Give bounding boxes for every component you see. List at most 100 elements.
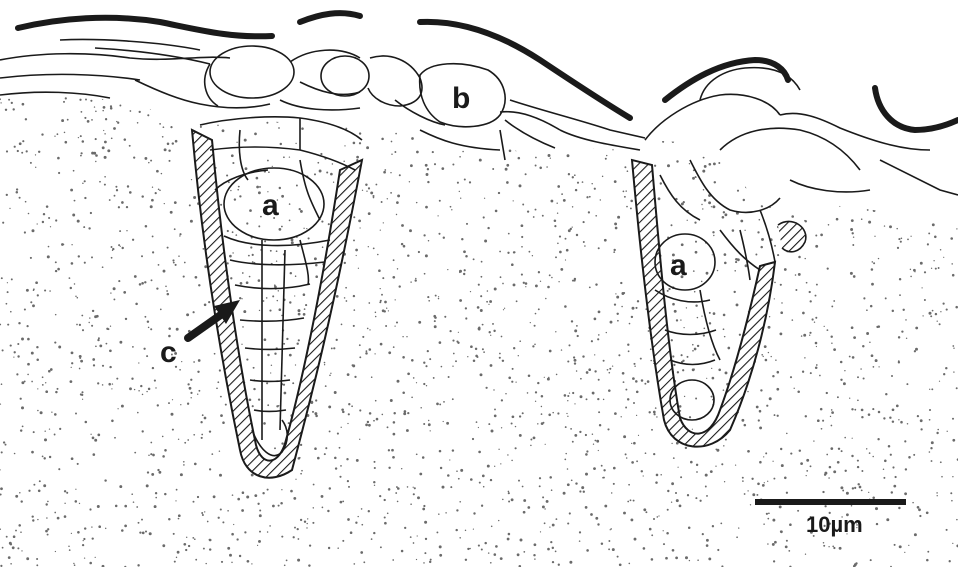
stipple-dot xyxy=(735,258,738,261)
stipple-dot xyxy=(437,215,438,216)
stipple-dot xyxy=(239,297,241,299)
stipple-dot xyxy=(518,355,519,356)
stipple-dot xyxy=(208,301,210,303)
stipple-dot xyxy=(281,195,284,198)
stipple-dot xyxy=(800,462,803,465)
stipple-dot xyxy=(775,359,777,361)
stipple-dot xyxy=(118,280,120,282)
stipple-dot xyxy=(416,202,417,203)
stipple-dot xyxy=(124,505,127,508)
stipple-dot xyxy=(8,99,10,101)
stipple-dot xyxy=(537,382,539,384)
stipple-dot xyxy=(382,277,384,279)
stipple-dot xyxy=(295,479,296,480)
stipple-dot xyxy=(325,447,327,449)
stipple-dot xyxy=(79,368,81,370)
stipple-dot xyxy=(238,186,240,188)
stipple-dot xyxy=(504,308,505,309)
stipple-dot xyxy=(359,344,361,346)
stipple-dot xyxy=(308,237,310,239)
stipple-dot xyxy=(924,271,926,273)
stipple-dot xyxy=(317,162,319,164)
stipple-dot xyxy=(679,405,682,408)
stipple-dot xyxy=(230,277,232,279)
stipple-dot xyxy=(54,434,56,436)
stipple-dot xyxy=(801,335,802,336)
stipple-dot xyxy=(725,439,727,441)
stipple-dot xyxy=(368,510,370,512)
stipple-dot xyxy=(77,297,79,299)
stipple-dot xyxy=(803,334,806,337)
stipple-dot xyxy=(376,418,379,421)
stipple-dot xyxy=(424,552,426,554)
stipple-dot xyxy=(863,377,865,379)
stipple-dot xyxy=(131,493,133,495)
stipple-dot xyxy=(55,261,57,263)
stipple-dot xyxy=(511,422,513,424)
stipple-dot xyxy=(768,352,769,353)
stipple-dot xyxy=(432,151,434,153)
stipple-dot xyxy=(780,284,782,286)
stipple-dot xyxy=(59,428,61,430)
stipple-dot xyxy=(306,527,307,528)
stipple-dot xyxy=(164,203,165,204)
stipple-dot xyxy=(724,481,725,482)
stipple-dot xyxy=(359,356,361,358)
stipple-dot xyxy=(570,228,572,230)
stipple-dot xyxy=(314,257,317,260)
stipple-dot xyxy=(569,561,572,564)
stipple-dot xyxy=(246,359,248,361)
stipple-dot xyxy=(154,380,156,382)
stipple-dot xyxy=(711,368,712,369)
stipple-dot xyxy=(815,295,817,297)
stipple-dot xyxy=(141,195,143,197)
stipple-dot xyxy=(619,563,622,566)
stipple-dot xyxy=(429,358,431,360)
stipple-dot xyxy=(131,378,133,380)
stipple-dot xyxy=(535,401,536,402)
stipple-dot xyxy=(330,373,331,374)
stipple-dot xyxy=(1,383,3,385)
stipple-dot xyxy=(666,532,669,535)
stipple-dot xyxy=(102,266,104,268)
stipple-dot xyxy=(320,153,322,155)
stipple-dot xyxy=(465,307,467,309)
stipple-dot xyxy=(380,546,382,548)
stipple-dot xyxy=(906,338,907,339)
stipple-dot xyxy=(546,166,548,168)
stipple-dot xyxy=(64,490,66,492)
stipple-dot xyxy=(836,218,839,221)
stipple-dot xyxy=(628,563,630,565)
stipple-dot xyxy=(236,142,237,143)
stipple-dot xyxy=(861,416,863,418)
stipple-dot xyxy=(74,283,75,284)
stipple-dot xyxy=(506,164,509,167)
stipple-dot xyxy=(507,252,509,254)
stipple-dot xyxy=(163,126,165,128)
stipple-dot xyxy=(929,312,932,315)
stipple-dot xyxy=(604,239,607,242)
stipple-dot xyxy=(335,467,337,469)
stipple-dot xyxy=(297,528,299,530)
stipple-dot xyxy=(685,556,688,559)
stipple-dot xyxy=(533,554,535,556)
stipple-dot xyxy=(99,181,101,183)
stipple-dot xyxy=(191,179,192,180)
stipple-dot xyxy=(907,423,909,425)
stipple-dot xyxy=(27,338,30,341)
stipple-dot xyxy=(337,433,339,435)
stipple-dot xyxy=(535,209,537,211)
stipple-dot xyxy=(190,397,191,398)
stipple-dot xyxy=(146,355,148,357)
stipple-dot xyxy=(708,163,711,166)
stipple-dot xyxy=(87,120,90,123)
stipple-dot xyxy=(572,441,574,443)
stipple-dot xyxy=(809,291,811,293)
stipple-dot xyxy=(109,366,111,368)
stipple-dot xyxy=(82,544,84,546)
stipple-dot xyxy=(257,545,258,546)
stipple-dot xyxy=(816,284,818,286)
stipple-dot xyxy=(380,343,383,346)
stipple-dot xyxy=(446,422,449,425)
stipple-dot xyxy=(713,162,716,165)
